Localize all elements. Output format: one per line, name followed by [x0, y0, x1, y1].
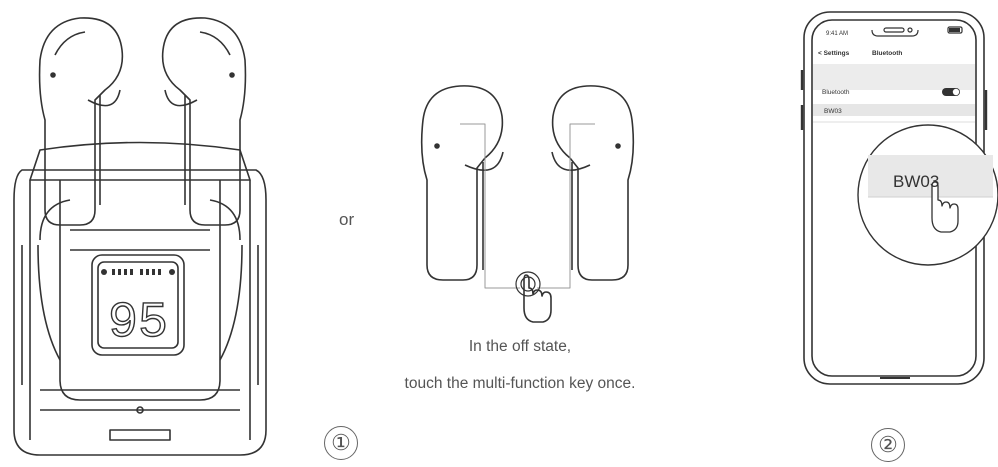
earbuds-touch-illustration — [405, 80, 650, 330]
settings-back-link[interactable]: < Settings — [818, 50, 850, 57]
step-2-label: ② — [878, 432, 898, 458]
instruction-line-1: In the off state, — [330, 338, 710, 356]
phone-status-time: 9:41 AM — [826, 31, 848, 37]
device-list-name: BW03 — [824, 108, 842, 115]
or-label: or — [339, 210, 354, 230]
battery-level-display: 95 — [108, 295, 168, 352]
bluetooth-row-label: Bluetooth — [822, 89, 850, 96]
step-1-label: ① — [331, 430, 351, 456]
charging-case-illustration: 95 — [0, 0, 290, 467]
step-2-marker: ② — [871, 428, 905, 462]
instruction-line-2: touch the multi-function key once. — [330, 375, 710, 393]
step-1-marker: ① — [324, 426, 358, 460]
zoom-callout — [850, 120, 998, 270]
bluetooth-screen-title: Bluetooth — [872, 50, 902, 57]
zoom-device-name[interactable]: BW03 — [893, 172, 939, 192]
